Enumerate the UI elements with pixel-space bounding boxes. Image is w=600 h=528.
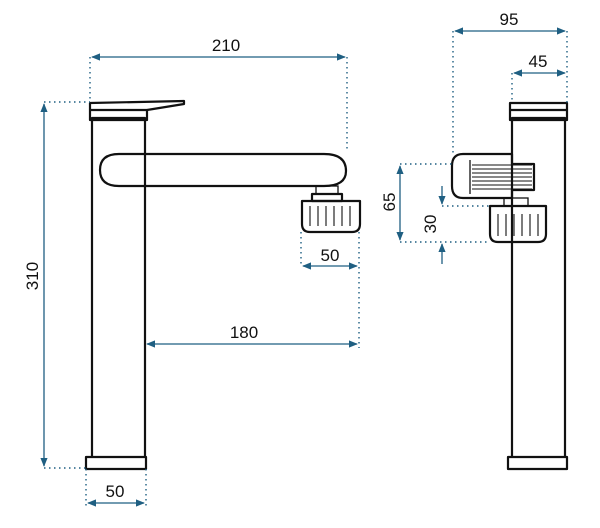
side-aerator <box>488 204 548 244</box>
dim-label-spout-reach: 210 <box>212 36 240 55</box>
side-aerator-connector <box>503 197 529 207</box>
front-collar <box>88 108 149 122</box>
front-aerator <box>300 199 362 234</box>
dimension-base-50: 50 <box>85 469 147 507</box>
dim-label-handle-height: 65 <box>380 193 399 212</box>
dim-label-aerator-height: 30 <box>421 215 440 234</box>
dimension-30: 30 <box>421 186 490 264</box>
side-aerator-grip <box>497 214 539 236</box>
front-aerator-connector <box>315 185 339 195</box>
dimension-180: 180 <box>146 323 358 348</box>
dim-label-total-depth: 95 <box>500 10 519 29</box>
side-lever <box>450 152 536 200</box>
dim-label-base-width: 50 <box>106 482 125 501</box>
dimension-310: 310 <box>23 101 90 469</box>
dimension-95: 95 <box>452 10 568 154</box>
dimension-aerator-50: 50 <box>300 232 360 348</box>
front-aerator-grip <box>309 206 351 226</box>
dimension-65: 65 <box>380 163 490 243</box>
side-body-column <box>510 116 567 457</box>
dim-label-body-depth: 45 <box>529 52 548 71</box>
front-handle-lever <box>88 99 186 112</box>
side-collar <box>508 108 569 122</box>
front-body-column <box>90 116 147 457</box>
front-view: 210 310 50 180 50 <box>23 36 362 507</box>
side-handle-top <box>508 101 569 110</box>
side-base-plate <box>506 455 569 471</box>
dim-label-spout-offset: 180 <box>230 323 258 342</box>
side-view: 95 45 65 30 <box>380 10 569 471</box>
dimension-210: 210 <box>89 36 348 150</box>
dim-label-total-height: 310 <box>23 262 42 290</box>
dim-label-aerator-width: 50 <box>321 246 340 265</box>
side-lever-grip <box>472 164 532 190</box>
front-spout <box>98 152 348 188</box>
front-base-plate <box>84 455 148 471</box>
dimension-45: 45 <box>511 52 566 103</box>
